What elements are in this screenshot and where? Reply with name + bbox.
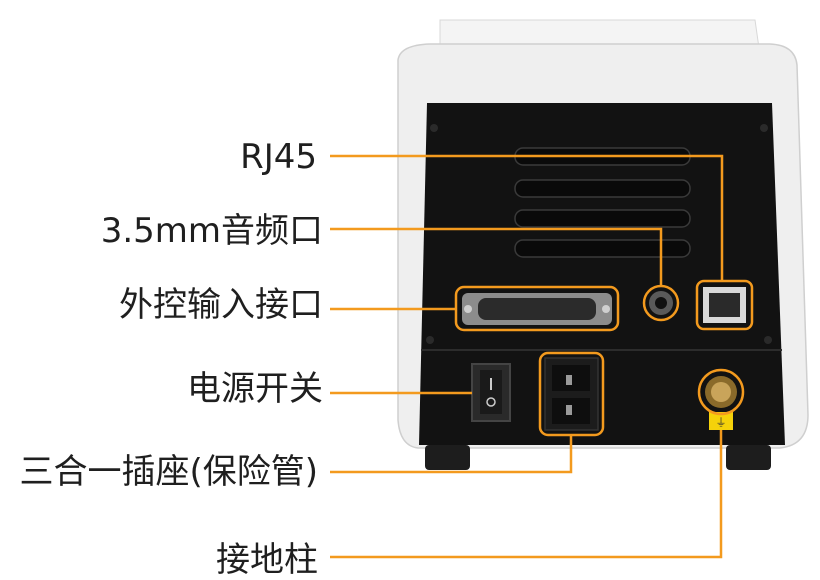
label-power-switch: 电源开关 <box>187 369 323 409</box>
callout-line-audio <box>330 227 663 286</box>
svg-text:⏚: ⏚ <box>716 416 727 429</box>
iec-socket-icon <box>544 357 599 431</box>
label-audio-port: 3.5mm音频口 <box>100 211 323 251</box>
power-switch-icon <box>471 363 511 422</box>
callout-boxes <box>454 279 754 437</box>
label-external-control: 外控输入接口 <box>119 285 323 325</box>
screw-icon <box>426 336 434 344</box>
label-rj45: RJ45 <box>240 137 317 177</box>
db25-port-icon <box>462 293 612 325</box>
label-ground: 接地柱 <box>216 540 318 580</box>
audio-jack-icon <box>649 291 673 315</box>
callout-lines <box>330 154 724 559</box>
device-feet <box>425 445 771 470</box>
callout-line-ground <box>330 430 723 559</box>
callout-line-socket <box>330 435 573 474</box>
ground-terminal-icon: ⏚ <box>705 376 737 430</box>
label-socket: 三合一插座(保险管) <box>19 452 318 492</box>
screw-icon <box>430 124 438 132</box>
screw-icon <box>760 124 768 132</box>
callout-box-ground <box>697 368 745 416</box>
rj45-port-icon <box>703 287 746 323</box>
callout-line-rj45 <box>330 154 724 281</box>
screw-icon <box>764 336 772 344</box>
back-panel <box>419 103 785 445</box>
callout-box-rj45 <box>695 279 754 331</box>
